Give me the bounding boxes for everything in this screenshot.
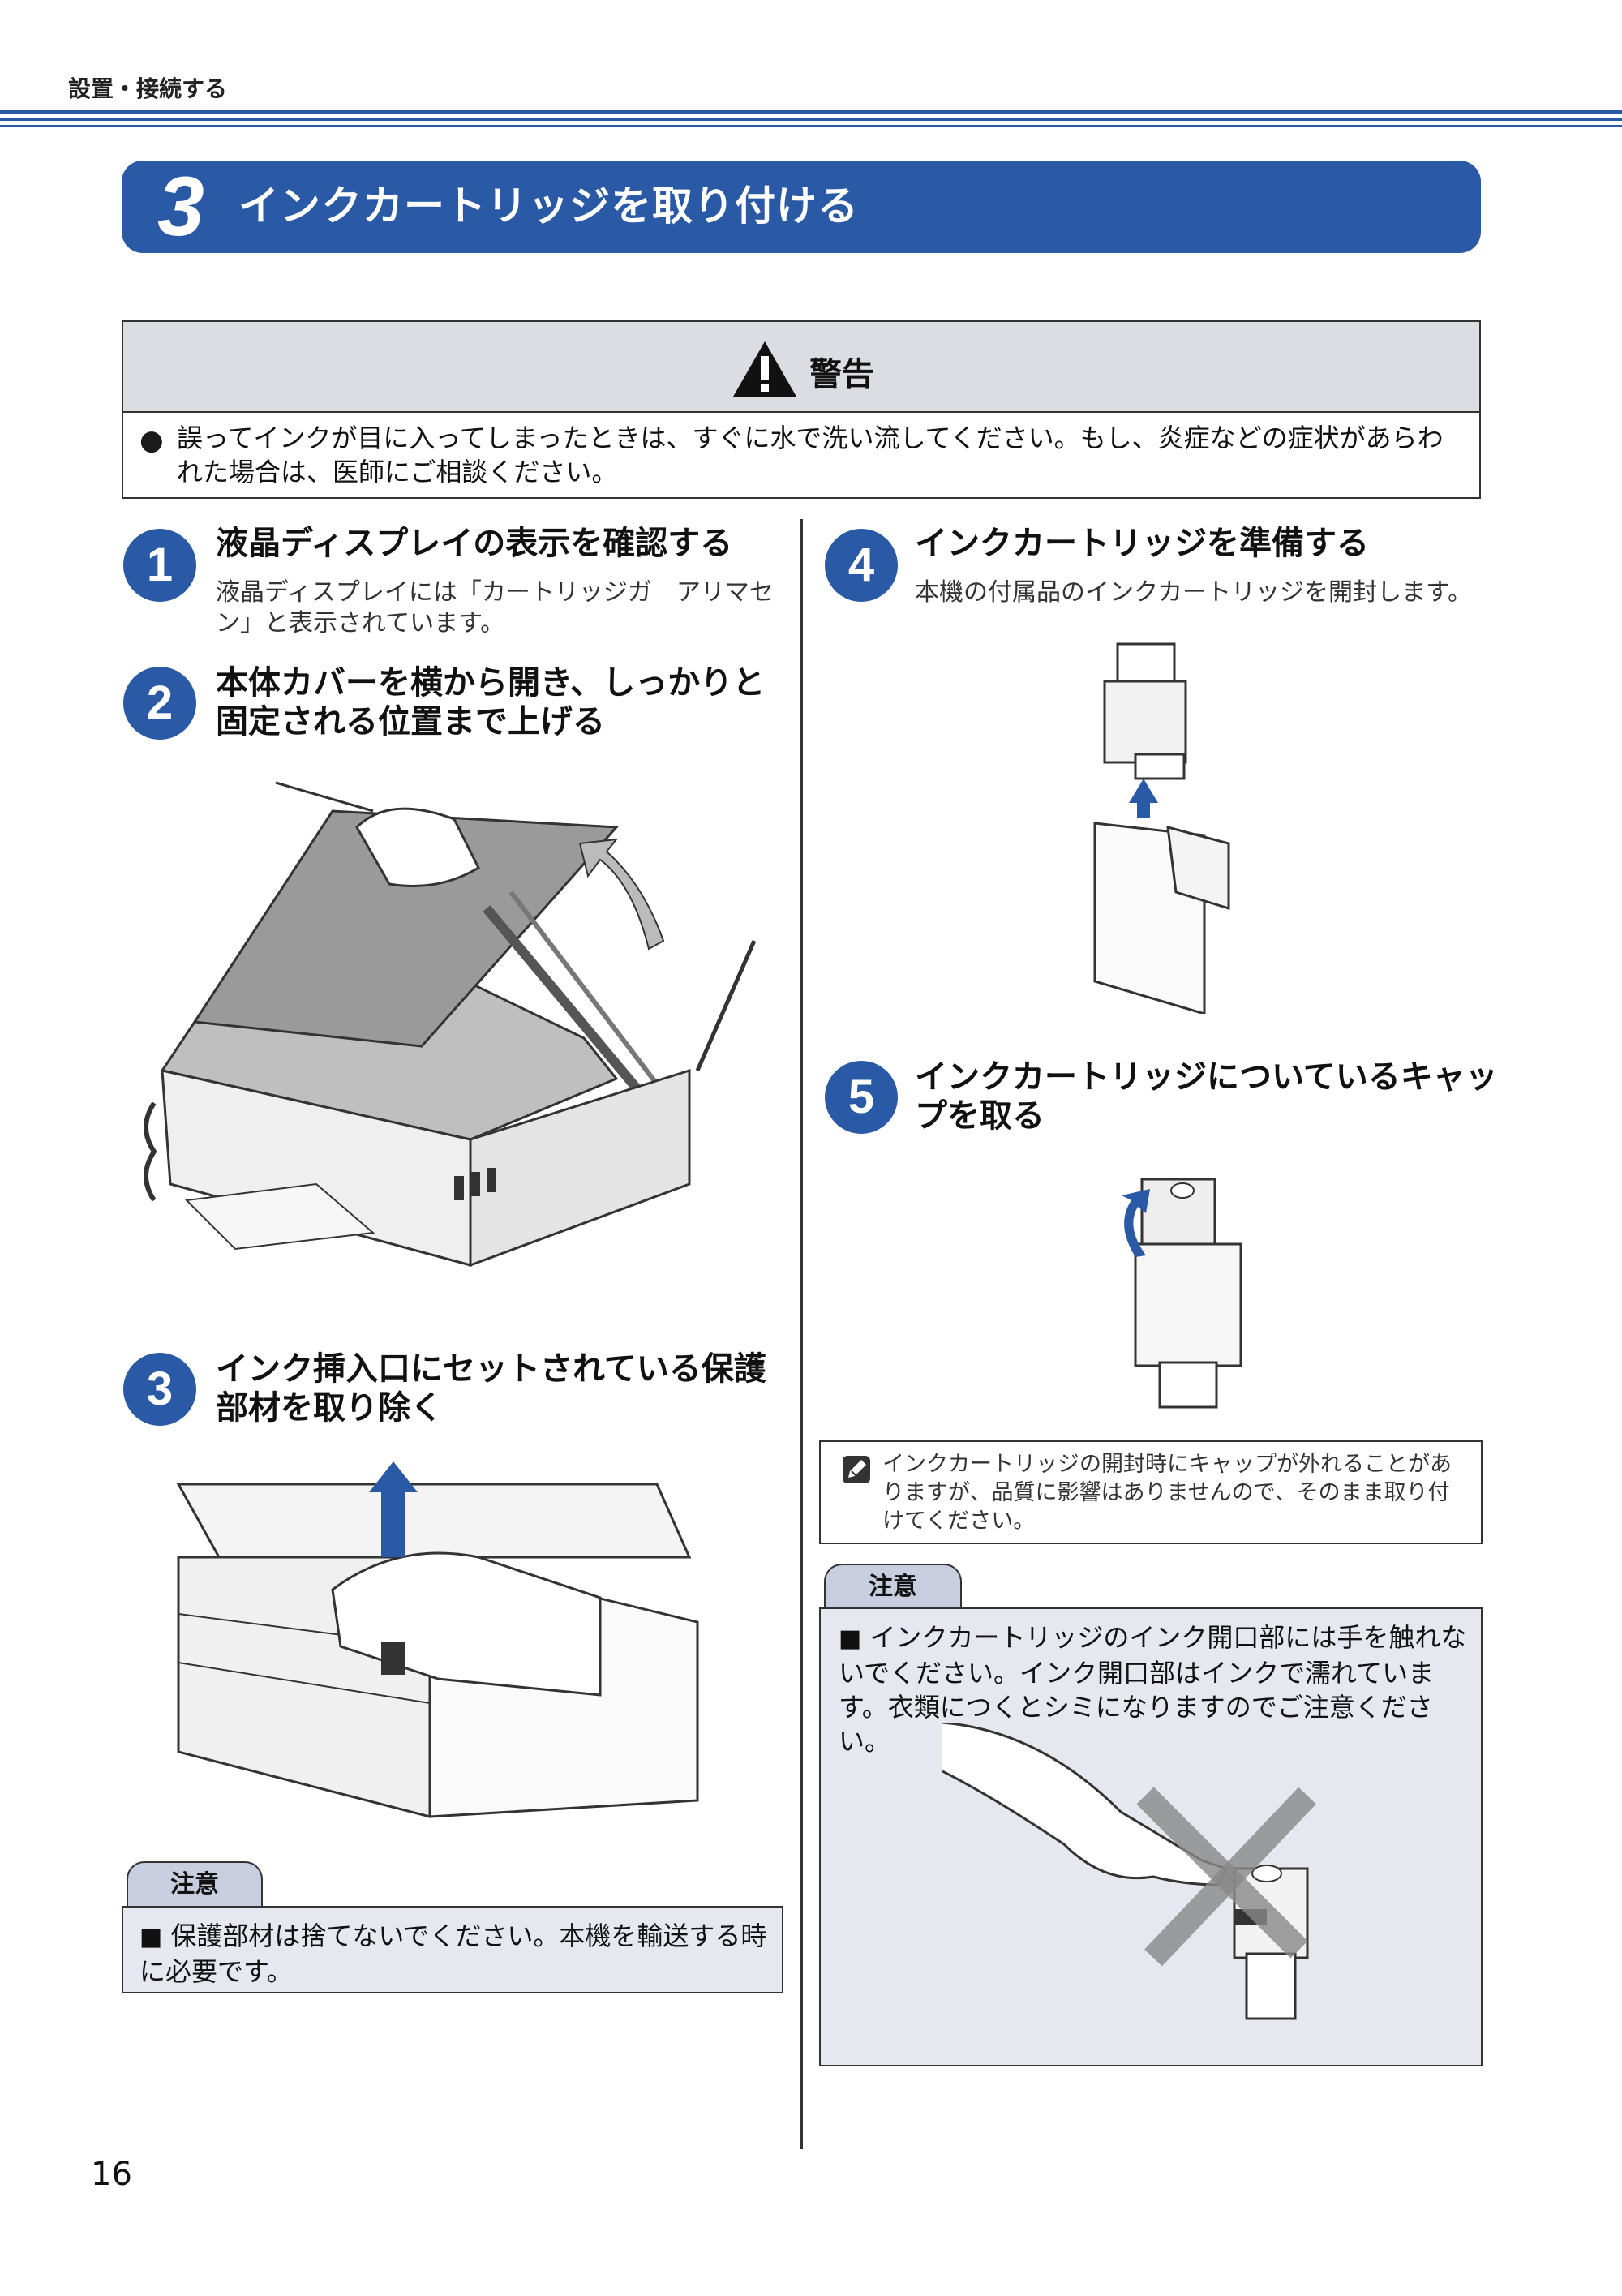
step-number: 5	[825, 1061, 898, 1134]
step-number: 1	[123, 529, 196, 602]
caution-text: ■インクカートリッジのインク開口部には手を触れないでください。インク開口部はイン…	[839, 1620, 1471, 1758]
warning-header: 警告	[123, 322, 1479, 413]
step-title: インクカートリッジについているキャップを取る	[915, 1058, 1498, 1135]
caution-text: ■保護部材は捨てないでください。本機を輸送する時に必要です。	[139, 1919, 769, 1989]
printer-open-cover-illustration	[144, 781, 757, 1268]
warning-text: 誤ってインクが目に入ってしまったときは、すぐに水で洗い流してください。もし、炎症…	[177, 423, 1444, 487]
step-number: 2	[123, 667, 196, 740]
step-title: インクカートリッジを準備する	[915, 525, 1369, 562]
warning-triangle-icon	[733, 341, 796, 397]
header-rule	[0, 118, 1622, 121]
step-title: インク挿入口にセットされている保護部材を取り除く	[216, 1350, 766, 1427]
remove-cap-illustration	[1122, 1178, 1242, 1409]
step-number: 4	[825, 529, 898, 602]
ink-cartridge-package-illustration	[1093, 642, 1230, 1014]
caution-tab: 注意	[127, 1861, 263, 1908]
caution-box: ■インクカートリッジのインク開口部には手を触れないでください。インク開口部はイン…	[819, 1607, 1483, 2066]
caution-body: 保護部材は捨てないでください。本機を輸送する時に必要です。	[139, 1920, 767, 1987]
header-rule	[0, 125, 1622, 127]
caution-box: ■保護部材は捨てないでください。本機を輸送する時に必要です。	[122, 1906, 783, 1993]
section-title: インクカートリッジを取り付ける	[238, 182, 859, 230]
header-rule	[0, 110, 1622, 114]
caution-bullet: ■	[839, 1624, 862, 1653]
warning-bullet: ●	[139, 424, 164, 457]
do-not-touch-illustration	[942, 1723, 1316, 2020]
caution-bullet: ■	[139, 1923, 163, 1951]
caution-body: インクカートリッジのインク開口部には手を触れないでください。インク開口部はインク…	[839, 1622, 1467, 1757]
memo-text: インクカートリッジの開封時にキャップが外れることがありますが、品質に影響はありま…	[882, 1452, 1452, 1534]
protective-part-removal-illustration	[176, 1461, 699, 1818]
warning-box: 警告 ● 誤ってインクが目に入ってしまったときは、すぐに水で洗い流してください。…	[122, 320, 1481, 499]
page-number: 16	[91, 2156, 132, 2193]
step-description: 本機の付属品のインクカートリッジを開封します。	[915, 578, 1472, 607]
column-divider	[800, 519, 803, 2149]
warning-title: 警告	[809, 356, 874, 393]
step-title: 本体カバーを横から開き、しっかりと固定される位置まで上げる	[216, 664, 766, 740]
step-number: 3	[123, 1353, 196, 1426]
memo-pencil-icon	[843, 1456, 870, 1483]
step-title: 液晶ディスプレイの表示を確認する	[216, 525, 733, 562]
section-number: 3	[157, 160, 204, 254]
caution-tab: 注意	[824, 1564, 962, 1611]
running-head: 設置・接続する	[68, 75, 228, 102]
section-banner: 3 インクカートリッジを取り付ける	[122, 161, 1481, 253]
memo-box: インクカートリッジの開封時にキャップが外れることがありますが、品質に影響はありま…	[819, 1440, 1483, 1544]
step-description: 液晶ディスプレイには「カートリッジガ アリマセン」と表示されています。	[216, 578, 774, 637]
